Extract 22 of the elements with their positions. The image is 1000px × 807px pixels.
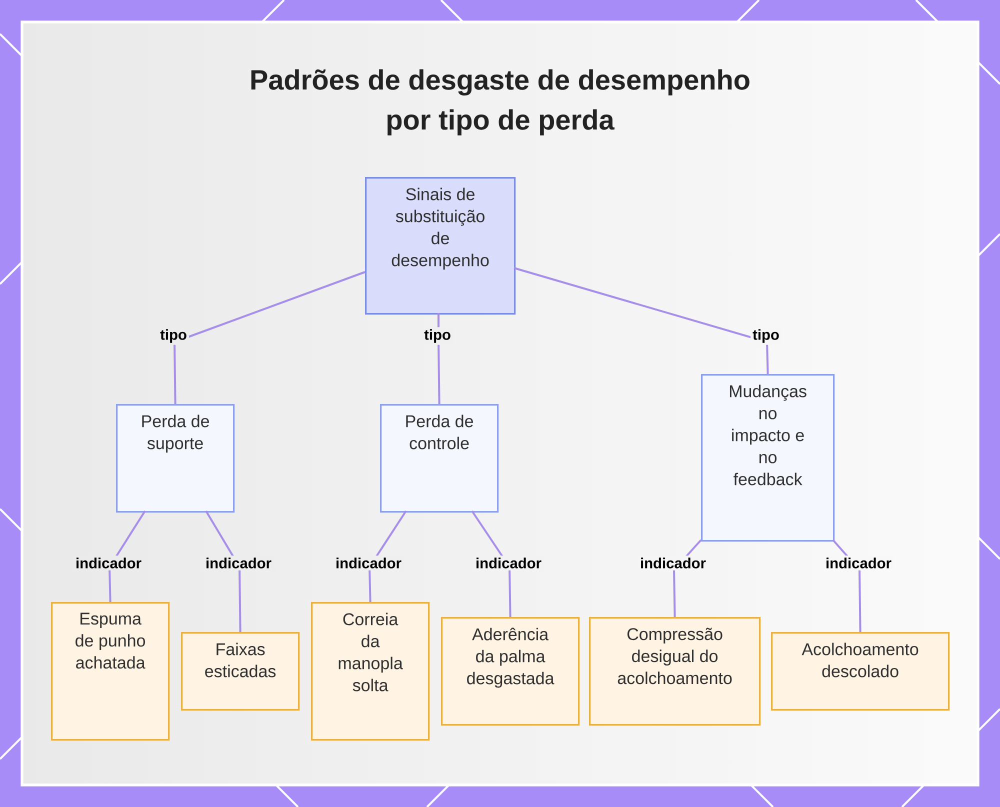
indicator-box: Correia da manopla solta bbox=[311, 602, 430, 741]
indicator-box: Espuma de punho achatada bbox=[51, 602, 170, 741]
category-box: Mudanças no impacto e no feedback bbox=[701, 374, 835, 542]
edge-label: indicador bbox=[74, 556, 144, 570]
category-box: Perda de suporte bbox=[116, 404, 235, 513]
connector-line bbox=[205, 510, 242, 632]
category-box: Perda de controle bbox=[380, 404, 499, 513]
edge-label: indicador bbox=[474, 556, 544, 570]
connector-line bbox=[174, 271, 366, 404]
edge-label: indicador bbox=[824, 556, 894, 570]
title: Padrões de desgaste de desempenho por tipo de perda bbox=[251, 69, 750, 136]
edge-label: indicador bbox=[638, 556, 708, 570]
edge-label: indicador bbox=[334, 556, 404, 570]
edge-label: indicador bbox=[204, 556, 274, 570]
edge-label: tipo bbox=[750, 327, 782, 345]
edge-label: tipo bbox=[158, 327, 189, 345]
root-box: Sinais de substituição de desempenho bbox=[365, 177, 516, 315]
indicator-box: Acolchoamento descolado bbox=[771, 632, 950, 711]
indicator-box: Aderência da palma desgastada bbox=[441, 617, 580, 726]
indicator-box: Compressão desigual do acolchoamento bbox=[589, 617, 761, 726]
indicator-box: Faixas esticadas bbox=[181, 632, 300, 711]
connector-line bbox=[514, 267, 769, 374]
